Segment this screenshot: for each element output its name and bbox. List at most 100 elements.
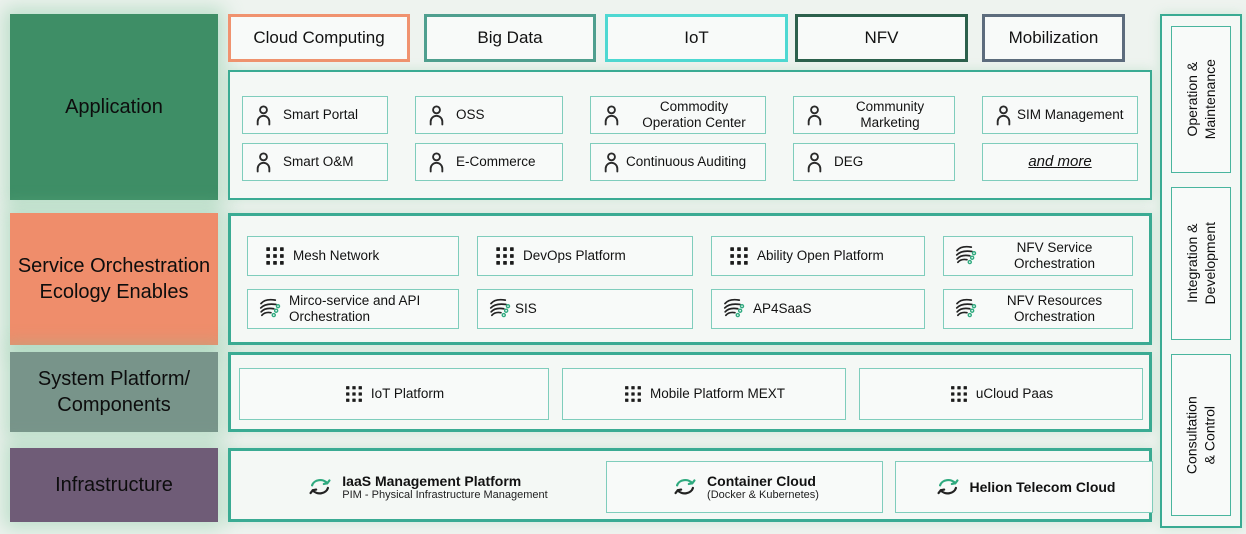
grid-icon bbox=[950, 386, 967, 402]
panel-label: Operation & Maintenance bbox=[1183, 59, 1219, 140]
service-orchestration-container: Mesh Network DevOps Platform Ability Ope… bbox=[228, 213, 1152, 345]
item-label: Commodity Operation Center bbox=[642, 99, 746, 130]
item-title: Helion Telecom Cloud bbox=[969, 478, 1116, 495]
panel-label: Consultation & Control bbox=[1183, 395, 1219, 474]
cloud-sync-icon bbox=[936, 478, 959, 495]
category-cloud-computing: Cloud Computing bbox=[228, 14, 410, 62]
application-container: Smart Portal OSS Commodity Operation Cen… bbox=[228, 70, 1152, 200]
item-label: E-Commerce bbox=[456, 154, 536, 170]
infrastructure-container: IaaS Management Platform PIM - Physical … bbox=[228, 448, 1153, 522]
svc-item-nfv-service-orchestration: NFV Service Orchestration bbox=[943, 236, 1133, 276]
user-icon bbox=[807, 105, 822, 125]
app-item-commodity-operation-center: Commodity Operation Center bbox=[590, 96, 766, 134]
application-items-grid: Smart Portal OSS Commodity Operation Cen… bbox=[230, 72, 1150, 181]
grid-icon bbox=[345, 386, 362, 402]
system-items-grid: IoT Platform Mobile Platform MEXT uCloud… bbox=[231, 355, 1149, 420]
mesh-icon bbox=[723, 298, 745, 318]
sys-item-mobile-platform-mext: Mobile Platform MEXT bbox=[562, 368, 846, 420]
app-item-e-commerce: E-Commerce bbox=[415, 143, 563, 181]
infra-item-helion-telecom-cloud: Helion Telecom Cloud bbox=[895, 461, 1153, 513]
category-big-data: Big Data bbox=[424, 14, 596, 62]
sys-item-iot-platform: IoT Platform bbox=[239, 368, 549, 420]
category-nfv: NFV bbox=[795, 14, 968, 62]
system-platform-container: IoT Platform Mobile Platform MEXT uCloud… bbox=[228, 352, 1152, 432]
row-label-text: System Platform/ Components bbox=[37, 368, 191, 416]
item-label: NFV Resources Orchestration bbox=[1006, 293, 1103, 324]
item-label: Mesh Network bbox=[293, 248, 380, 264]
item-label: SIM Management bbox=[1017, 107, 1124, 123]
item-label: AP4SaaS bbox=[753, 301, 812, 317]
mesh-icon bbox=[955, 298, 977, 318]
user-icon bbox=[996, 105, 1011, 125]
app-item-and-more: and more bbox=[982, 143, 1138, 181]
cloud-sync-icon bbox=[309, 478, 331, 495]
grid-icon bbox=[496, 247, 514, 265]
panel-operation-maintenance: Operation & Maintenance bbox=[1171, 26, 1231, 173]
item-label: and more bbox=[1028, 153, 1092, 171]
svc-item-micro-service-api-orchestration: Mirco-service and API Orchestration bbox=[247, 289, 459, 329]
row-label-text: Application bbox=[65, 96, 163, 118]
app-item-smart-om: Smart O&M bbox=[242, 143, 388, 181]
row-label-application: Application bbox=[10, 14, 218, 200]
service-items-grid: Mesh Network DevOps Platform Ability Ope… bbox=[231, 216, 1149, 329]
user-icon bbox=[604, 152, 619, 172]
item-label: uCloud Paas bbox=[975, 386, 1054, 402]
item-subtitle: PIM - Physical Infrastructure Management bbox=[342, 488, 548, 501]
item-title: IaaS Management Platform bbox=[342, 472, 522, 489]
user-icon bbox=[807, 152, 822, 172]
item-label: Mobile Platform MEXT bbox=[649, 386, 786, 402]
mesh-icon bbox=[955, 245, 977, 265]
app-item-continuous-auditing: Continuous Auditing bbox=[590, 143, 766, 181]
svc-item-nfv-resources-orchestration: NFV Resources Orchestration bbox=[943, 289, 1133, 329]
item-label: Ability Open Platform bbox=[757, 248, 884, 264]
svc-item-mesh-network: Mesh Network bbox=[247, 236, 459, 276]
mesh-icon bbox=[489, 298, 511, 318]
item-label: SIS bbox=[515, 301, 537, 317]
item-title: Container Cloud bbox=[707, 472, 816, 489]
svc-item-ap4saas: AP4SaaS bbox=[711, 289, 925, 329]
user-icon bbox=[429, 152, 444, 172]
svc-item-ability-open-platform: Ability Open Platform bbox=[711, 236, 925, 276]
infra-item-iaas-management-platform: IaaS Management Platform PIM - Physical … bbox=[259, 461, 594, 513]
mesh-icon bbox=[259, 298, 281, 318]
grid-icon bbox=[730, 247, 748, 265]
row-label-infrastructure: Infrastructure bbox=[10, 448, 218, 522]
cloud-sync-icon bbox=[674, 478, 696, 495]
grid-icon bbox=[625, 386, 641, 402]
infrastructure-items-grid: IaaS Management Platform PIM - Physical … bbox=[231, 451, 1153, 513]
app-item-oss: OSS bbox=[415, 96, 563, 134]
item-subtitle: (Docker & Kubernetes) bbox=[707, 488, 819, 501]
panel-consultation-control: Consultation & Control bbox=[1171, 353, 1231, 516]
user-icon bbox=[604, 105, 619, 125]
app-item-sim-management: SIM Management bbox=[982, 96, 1138, 134]
category-mobilization: Mobilization bbox=[982, 14, 1125, 62]
item-label: IoT Platform bbox=[370, 386, 445, 402]
user-icon bbox=[256, 105, 271, 125]
panel-label: Integration & Development bbox=[1183, 221, 1218, 305]
sys-item-ucloud-paas: uCloud Paas bbox=[859, 368, 1143, 420]
lifecycle-side-panel: Operation & Maintenance Integration & De… bbox=[1160, 14, 1242, 528]
item-label: Community Marketing bbox=[855, 99, 925, 130]
app-item-smart-portal: Smart Portal bbox=[242, 96, 388, 134]
panel-integration-development: Integration & Development bbox=[1171, 186, 1231, 340]
row-label-text: Service Orchestration Ecology Enables bbox=[17, 255, 211, 303]
svc-item-sis: SIS bbox=[477, 289, 693, 329]
user-icon bbox=[256, 152, 271, 172]
item-label: DEG bbox=[834, 154, 864, 170]
app-item-community-marketing: Community Marketing bbox=[793, 96, 955, 134]
row-label-system-platform: System Platform/ Components bbox=[10, 352, 218, 432]
item-label: NFV Service Orchestration bbox=[1013, 240, 1096, 271]
grid-icon bbox=[266, 247, 284, 265]
row-label-service-orchestration: Service Orchestration Ecology Enables bbox=[10, 213, 218, 345]
item-label: Smart O&M bbox=[283, 154, 354, 170]
app-item-deg: DEG bbox=[793, 143, 955, 181]
item-label: Continuous Auditing bbox=[626, 154, 747, 170]
infra-item-container-cloud: Container Cloud (Docker & Kubernetes) bbox=[606, 461, 883, 513]
item-label: DevOps Platform bbox=[523, 248, 626, 264]
user-icon bbox=[429, 105, 444, 125]
item-label: Mirco-service and API Orchestration bbox=[289, 293, 421, 324]
item-label: OSS bbox=[456, 107, 485, 123]
row-label-text: Infrastructure bbox=[55, 474, 173, 496]
item-label: Smart Portal bbox=[283, 107, 359, 123]
